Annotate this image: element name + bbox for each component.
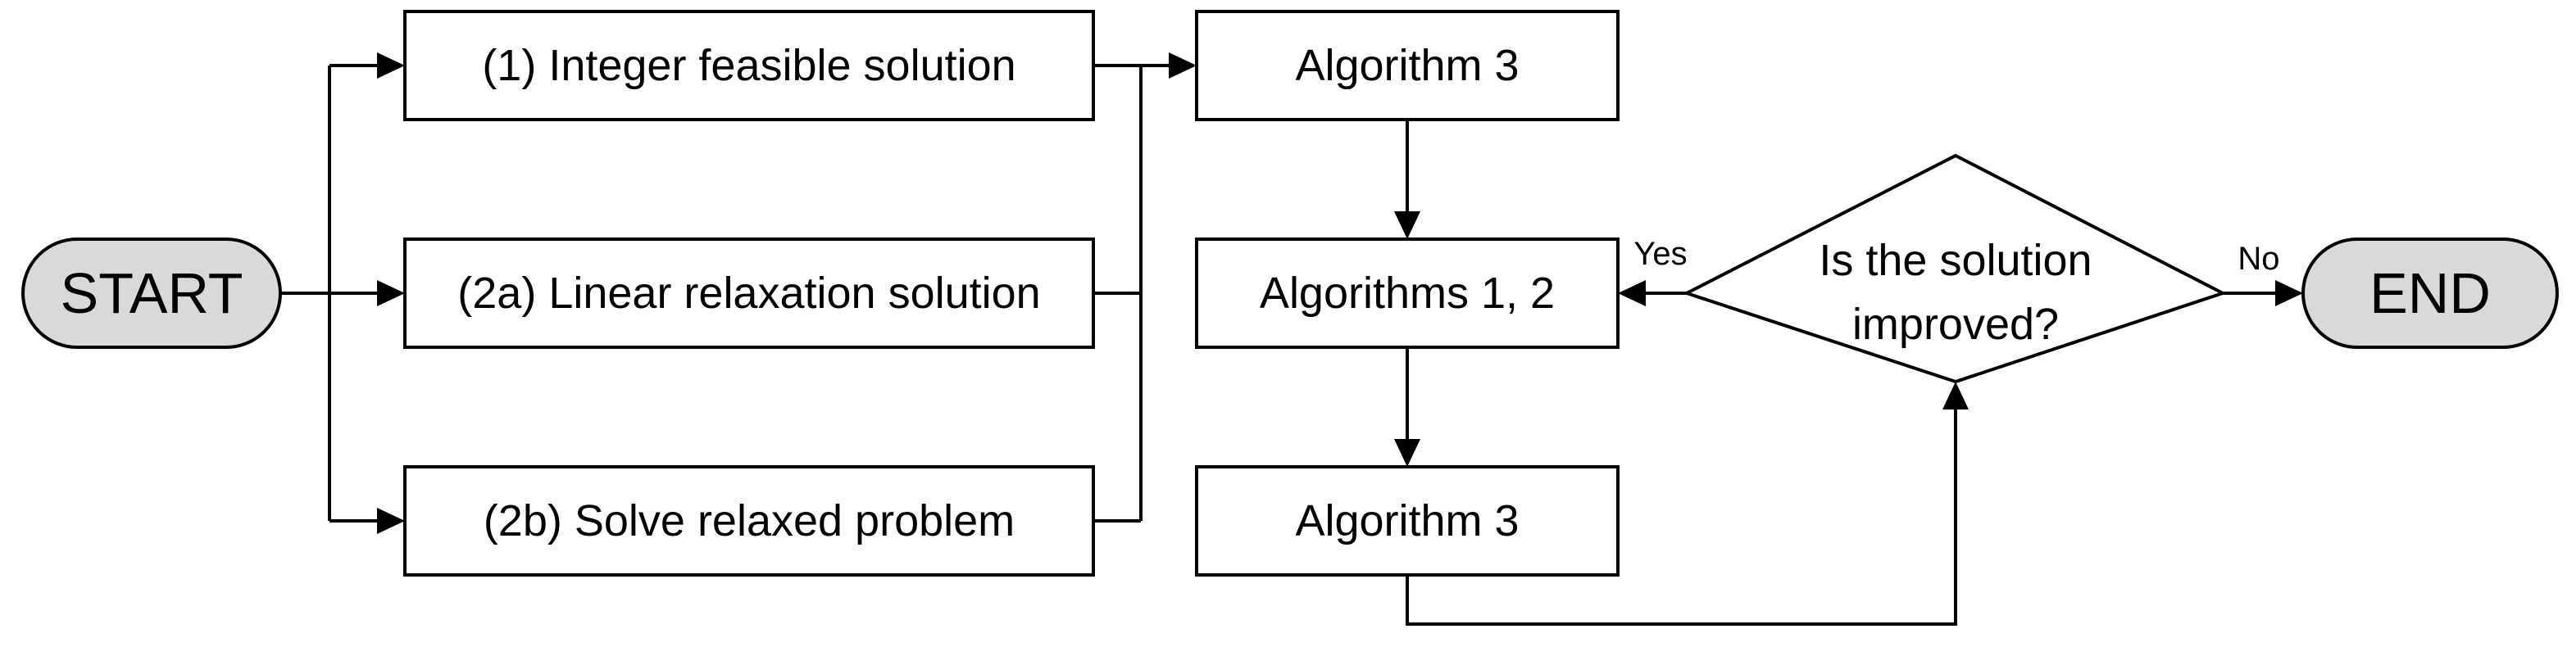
no-label: No (2238, 241, 2279, 277)
arrowhead-to-algorithms12 (1394, 211, 1420, 239)
arrowhead-to-decision (1942, 382, 1969, 409)
arrowhead-no (2275, 280, 2303, 306)
algorithm3-top-label: Algorithm 3 (1295, 41, 1519, 90)
end-label: END (2369, 261, 2491, 325)
decision-label-line2: improved? (1852, 300, 2059, 349)
arrowhead-to-algorithm3-bottom (1394, 439, 1420, 467)
arrowhead-to-box1 (377, 52, 405, 79)
arrowhead-to-box2b (377, 508, 405, 534)
arrowhead-to-algorithm3-top (1169, 52, 1197, 79)
linear-relaxation-label: (2a) Linear relaxation solution (457, 269, 1040, 318)
arrowhead-to-box2a (377, 280, 405, 306)
end-terminal (2301, 238, 2559, 349)
yes-label: Yes (1633, 236, 1687, 272)
integer-feasible-label: (1) Integer feasible solution (482, 41, 1015, 90)
algorithms12-label: Algorithms 1, 2 (1260, 269, 1555, 318)
connector-loop-to-decision (1406, 409, 1957, 626)
linear-relaxation-box (403, 238, 1095, 349)
decision-diamond (1682, 153, 2228, 384)
decision-label-line1: Is the solution (1819, 236, 2092, 285)
arrowhead-yes (1618, 280, 1646, 306)
start-label: START (61, 261, 243, 325)
algorithm3-bottom-label: Algorithm 3 (1295, 496, 1519, 545)
solve-relaxed-label: (2b) Solve relaxed problem (484, 496, 1015, 545)
integer-feasible-box (403, 10, 1095, 121)
